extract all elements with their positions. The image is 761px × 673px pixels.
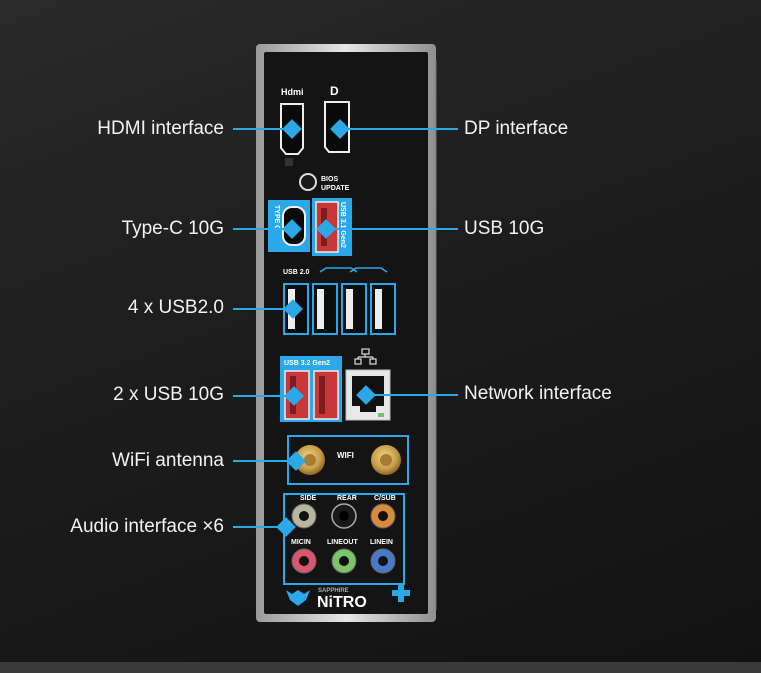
hdmi-led — [285, 158, 293, 166]
usb32-port-2 — [313, 370, 339, 420]
sapphire-logo-icon — [286, 590, 310, 606]
audio-label-csub: C/SUB — [374, 495, 396, 502]
audio-label-linein: LINEIN — [370, 539, 393, 546]
audio-label-side: SIDE — [300, 495, 317, 502]
label-usb10g-x2: 2 x USB 10G — [113, 384, 224, 405]
label-dp: DP interface — [464, 118, 569, 139]
callout-marker-usb2 — [283, 299, 303, 319]
label-hdmi: HDMI interface — [97, 118, 224, 139]
callout-marker-hdmi — [282, 119, 302, 139]
label-wifi: WiFi antenna — [112, 450, 224, 471]
audio-jack-csub-hole — [378, 511, 388, 521]
label-network: Network interface — [464, 383, 612, 404]
hdmi-logo: Hdmi — [281, 87, 304, 97]
usb31-label: USB 3.1 Gen2 — [339, 202, 346, 248]
audio-jack-micin-hole — [299, 556, 309, 566]
audio-label-micin: MICIN — [291, 539, 311, 546]
callout-marker-dp — [330, 119, 350, 139]
bottom-strip — [0, 662, 761, 673]
brand-big: NiTRO — [317, 594, 367, 611]
wifi-antenna-left-core — [304, 454, 316, 466]
callout-marker-network — [356, 385, 376, 405]
usb20-tongue-2 — [317, 289, 324, 329]
usb32-label-bg — [280, 356, 342, 368]
usb20-tongue-4 — [375, 289, 382, 329]
network-icon — [354, 348, 377, 365]
label-usb2: 4 x USB2.0 — [127, 297, 224, 318]
audio-box — [283, 493, 405, 585]
nitro-plus-icon — [392, 584, 410, 602]
callout-marker-usb10g — [316, 219, 336, 239]
usb20-tongue-3 — [346, 289, 353, 329]
wifi-label: WIFI — [337, 451, 354, 460]
audio-jack-rear-hole — [339, 511, 349, 521]
usb20-port-2 — [312, 283, 338, 335]
audio-jack-linein-hole — [378, 556, 388, 566]
callout-marker-typec — [282, 219, 302, 239]
audio-jack-side-hole — [299, 511, 309, 521]
audio-label-lineout: LINEOUT — [327, 539, 358, 546]
usb20-bracket — [319, 267, 388, 273]
label-audio: Audio interface ×6 — [70, 516, 224, 537]
usb32-label: USB 3.2 Gen2 — [284, 360, 330, 367]
callout-marker-wifi — [286, 451, 306, 471]
usb32-tongue-2 — [319, 376, 325, 414]
type-c-label: TYPE C — [273, 205, 280, 230]
audio-jack-lineout-hole — [339, 556, 349, 566]
bios-label-2: UPDATE — [321, 185, 350, 192]
callout-lines — [233, 119, 458, 537]
bios-label-1: BIOS — [321, 176, 338, 183]
brand-small: SAPPHIRE — [318, 588, 349, 594]
usb20-label: USB 2.0 — [283, 269, 310, 276]
callout-marker-usb10g-x2 — [284, 386, 304, 406]
label-typec: Type-C 10G — [121, 218, 224, 239]
usb20-port-4 — [370, 283, 396, 335]
label-usb10g: USB 10G — [464, 218, 545, 239]
usb20-port-3 — [341, 283, 367, 335]
bios-update-button-icon — [299, 173, 317, 191]
callout-marker-audio — [276, 517, 296, 537]
audio-label-rear: REAR — [337, 495, 357, 502]
ethernet-led-1 — [378, 413, 384, 417]
wifi-antenna-right-core — [380, 454, 392, 466]
dp-logo: D — [330, 84, 339, 98]
